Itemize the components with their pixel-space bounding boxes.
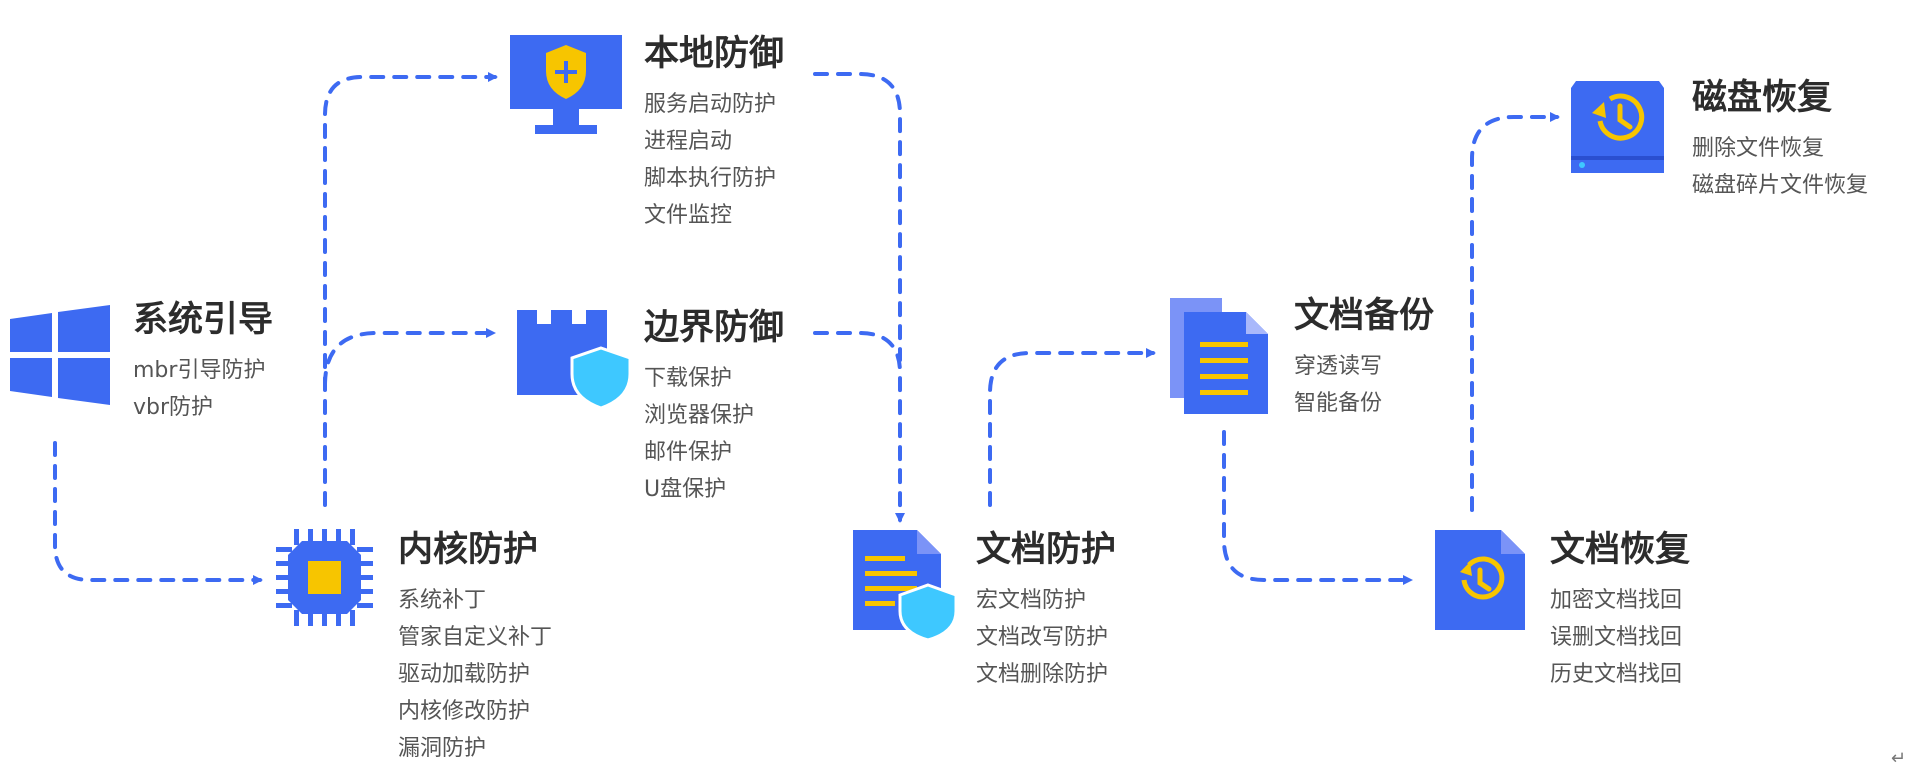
list-item: 脚本执行防护 xyxy=(644,166,777,191)
list-item: 系统补丁 xyxy=(398,588,487,613)
list-item: 邮件保护 xyxy=(644,440,733,465)
list-item: 内核修改防护 xyxy=(398,699,531,724)
node-system-boot: 系统引导 mbr引导防护 vbr防护 xyxy=(133,298,273,426)
node-doc-recover-items: 加密文档找回误删文档找回历史文档找回 xyxy=(1550,582,1690,693)
arrow-kernel-to-local-defense xyxy=(323,72,498,507)
arrow-border-defense-to-doc-protect xyxy=(813,331,905,523)
list-item: 浏览器保护 xyxy=(644,403,755,428)
list-item: 穿透读写 xyxy=(1294,354,1383,379)
list-item: 文件监控 xyxy=(644,203,733,228)
list-item: 文档删除防护 xyxy=(976,662,1109,687)
list-item: 智能备份 xyxy=(1294,391,1383,416)
node-doc-protect: 文档防护 宏文档防护文档改写防护文档删除防护 xyxy=(976,528,1116,693)
list-item: 驱动加载防护 xyxy=(398,662,531,687)
node-local-defense-items: 服务启动防护进程启动脚本执行防护文件监控 xyxy=(644,86,784,234)
node-kernel-title: 内核防护 xyxy=(398,530,539,570)
node-local-defense: 本地防御 服务启动防护进程启动脚本执行防护文件监控 xyxy=(644,32,784,234)
arrow-local-defense-to-doc-protect xyxy=(813,72,902,362)
node-doc-recover-title: 文档恢复 xyxy=(1550,530,1691,570)
node-doc-backup-items: 穿透读写智能备份 xyxy=(1294,348,1434,422)
document-stack-icon xyxy=(1170,298,1268,414)
node-disk-recover-items: 删除文件恢复磁盘碎片文件恢复 xyxy=(1692,130,1868,204)
list-item: 磁盘碎片文件恢复 xyxy=(1692,173,1869,198)
chip-icon xyxy=(276,529,373,626)
node-border-defense-title: 边界防御 xyxy=(644,308,785,348)
list-item: vbr防护 xyxy=(133,395,214,420)
windows-logo-icon xyxy=(10,305,110,405)
node-doc-recover: 文档恢复 加密文档找回误删文档找回历史文档找回 xyxy=(1550,528,1690,693)
list-item: 历史文档找回 xyxy=(1550,662,1683,687)
list-item: 加密文档找回 xyxy=(1550,588,1683,613)
arrow-kernel-to-border-defense xyxy=(323,328,496,387)
node-border-defense-items: 下载保护浏览器保护邮件保护 U盘保护 xyxy=(644,360,784,508)
node-kernel-items: 系统补丁管家自定义补丁驱动加载防护内核修改防护漏洞防护 xyxy=(398,582,552,767)
monitor-shield-icon xyxy=(510,35,622,134)
arrow-doc-backup-to-doc-recover xyxy=(1222,430,1413,585)
node-disk-recover-title: 磁盘恢复 xyxy=(1692,78,1833,118)
list-item: mbr引导防护 xyxy=(133,358,266,383)
document-restore-icon xyxy=(1435,530,1525,630)
node-doc-protect-title: 文档防护 xyxy=(976,530,1117,570)
arrow-boot-to-kernel xyxy=(53,441,263,585)
list-item: 漏洞防护 xyxy=(398,736,487,761)
node-border-defense: 边界防御 下载保护浏览器保护邮件保护 U盘保护 xyxy=(644,306,784,508)
node-disk-recover: 磁盘恢复 删除文件恢复磁盘碎片文件恢复 xyxy=(1692,76,1868,204)
list-item: 服务启动防护 xyxy=(644,92,777,117)
node-doc-backup-title: 文档备份 xyxy=(1294,296,1435,336)
node-kernel: 内核防护 系统补丁管家自定义补丁驱动加载防护内核修改防护漏洞防护 xyxy=(398,528,552,767)
node-doc-protect-items: 宏文档防护文档改写防护文档删除防护 xyxy=(976,582,1116,693)
arrow-doc-protect-to-doc-backup xyxy=(988,348,1156,507)
disk-restore-icon xyxy=(1571,81,1664,173)
node-system-boot-title: 系统引导 xyxy=(133,300,274,340)
list-item: 管家自定义补丁 xyxy=(398,625,553,650)
list-item: 文档改写防护 xyxy=(976,625,1109,650)
list-item: 删除文件恢复 xyxy=(1692,136,1825,161)
list-item: 宏文档防护 xyxy=(976,588,1087,613)
castle-shield-icon xyxy=(517,310,632,410)
node-system-boot-items: mbr引导防护 vbr防护 xyxy=(133,352,273,426)
arrow-doc-recover-to-disk-recover xyxy=(1470,112,1560,512)
node-local-defense-title: 本地防御 xyxy=(644,34,785,74)
list-item: 进程启动 xyxy=(644,129,733,154)
paragraph-mark: ↵ xyxy=(1890,748,1906,769)
list-item: 误删文档找回 xyxy=(1550,625,1683,650)
node-doc-backup: 文档备份 穿透读写智能备份 xyxy=(1294,294,1434,422)
list-item: U盘保护 xyxy=(644,477,727,502)
document-shield-icon xyxy=(853,530,958,640)
list-item: 下载保护 xyxy=(644,366,733,391)
